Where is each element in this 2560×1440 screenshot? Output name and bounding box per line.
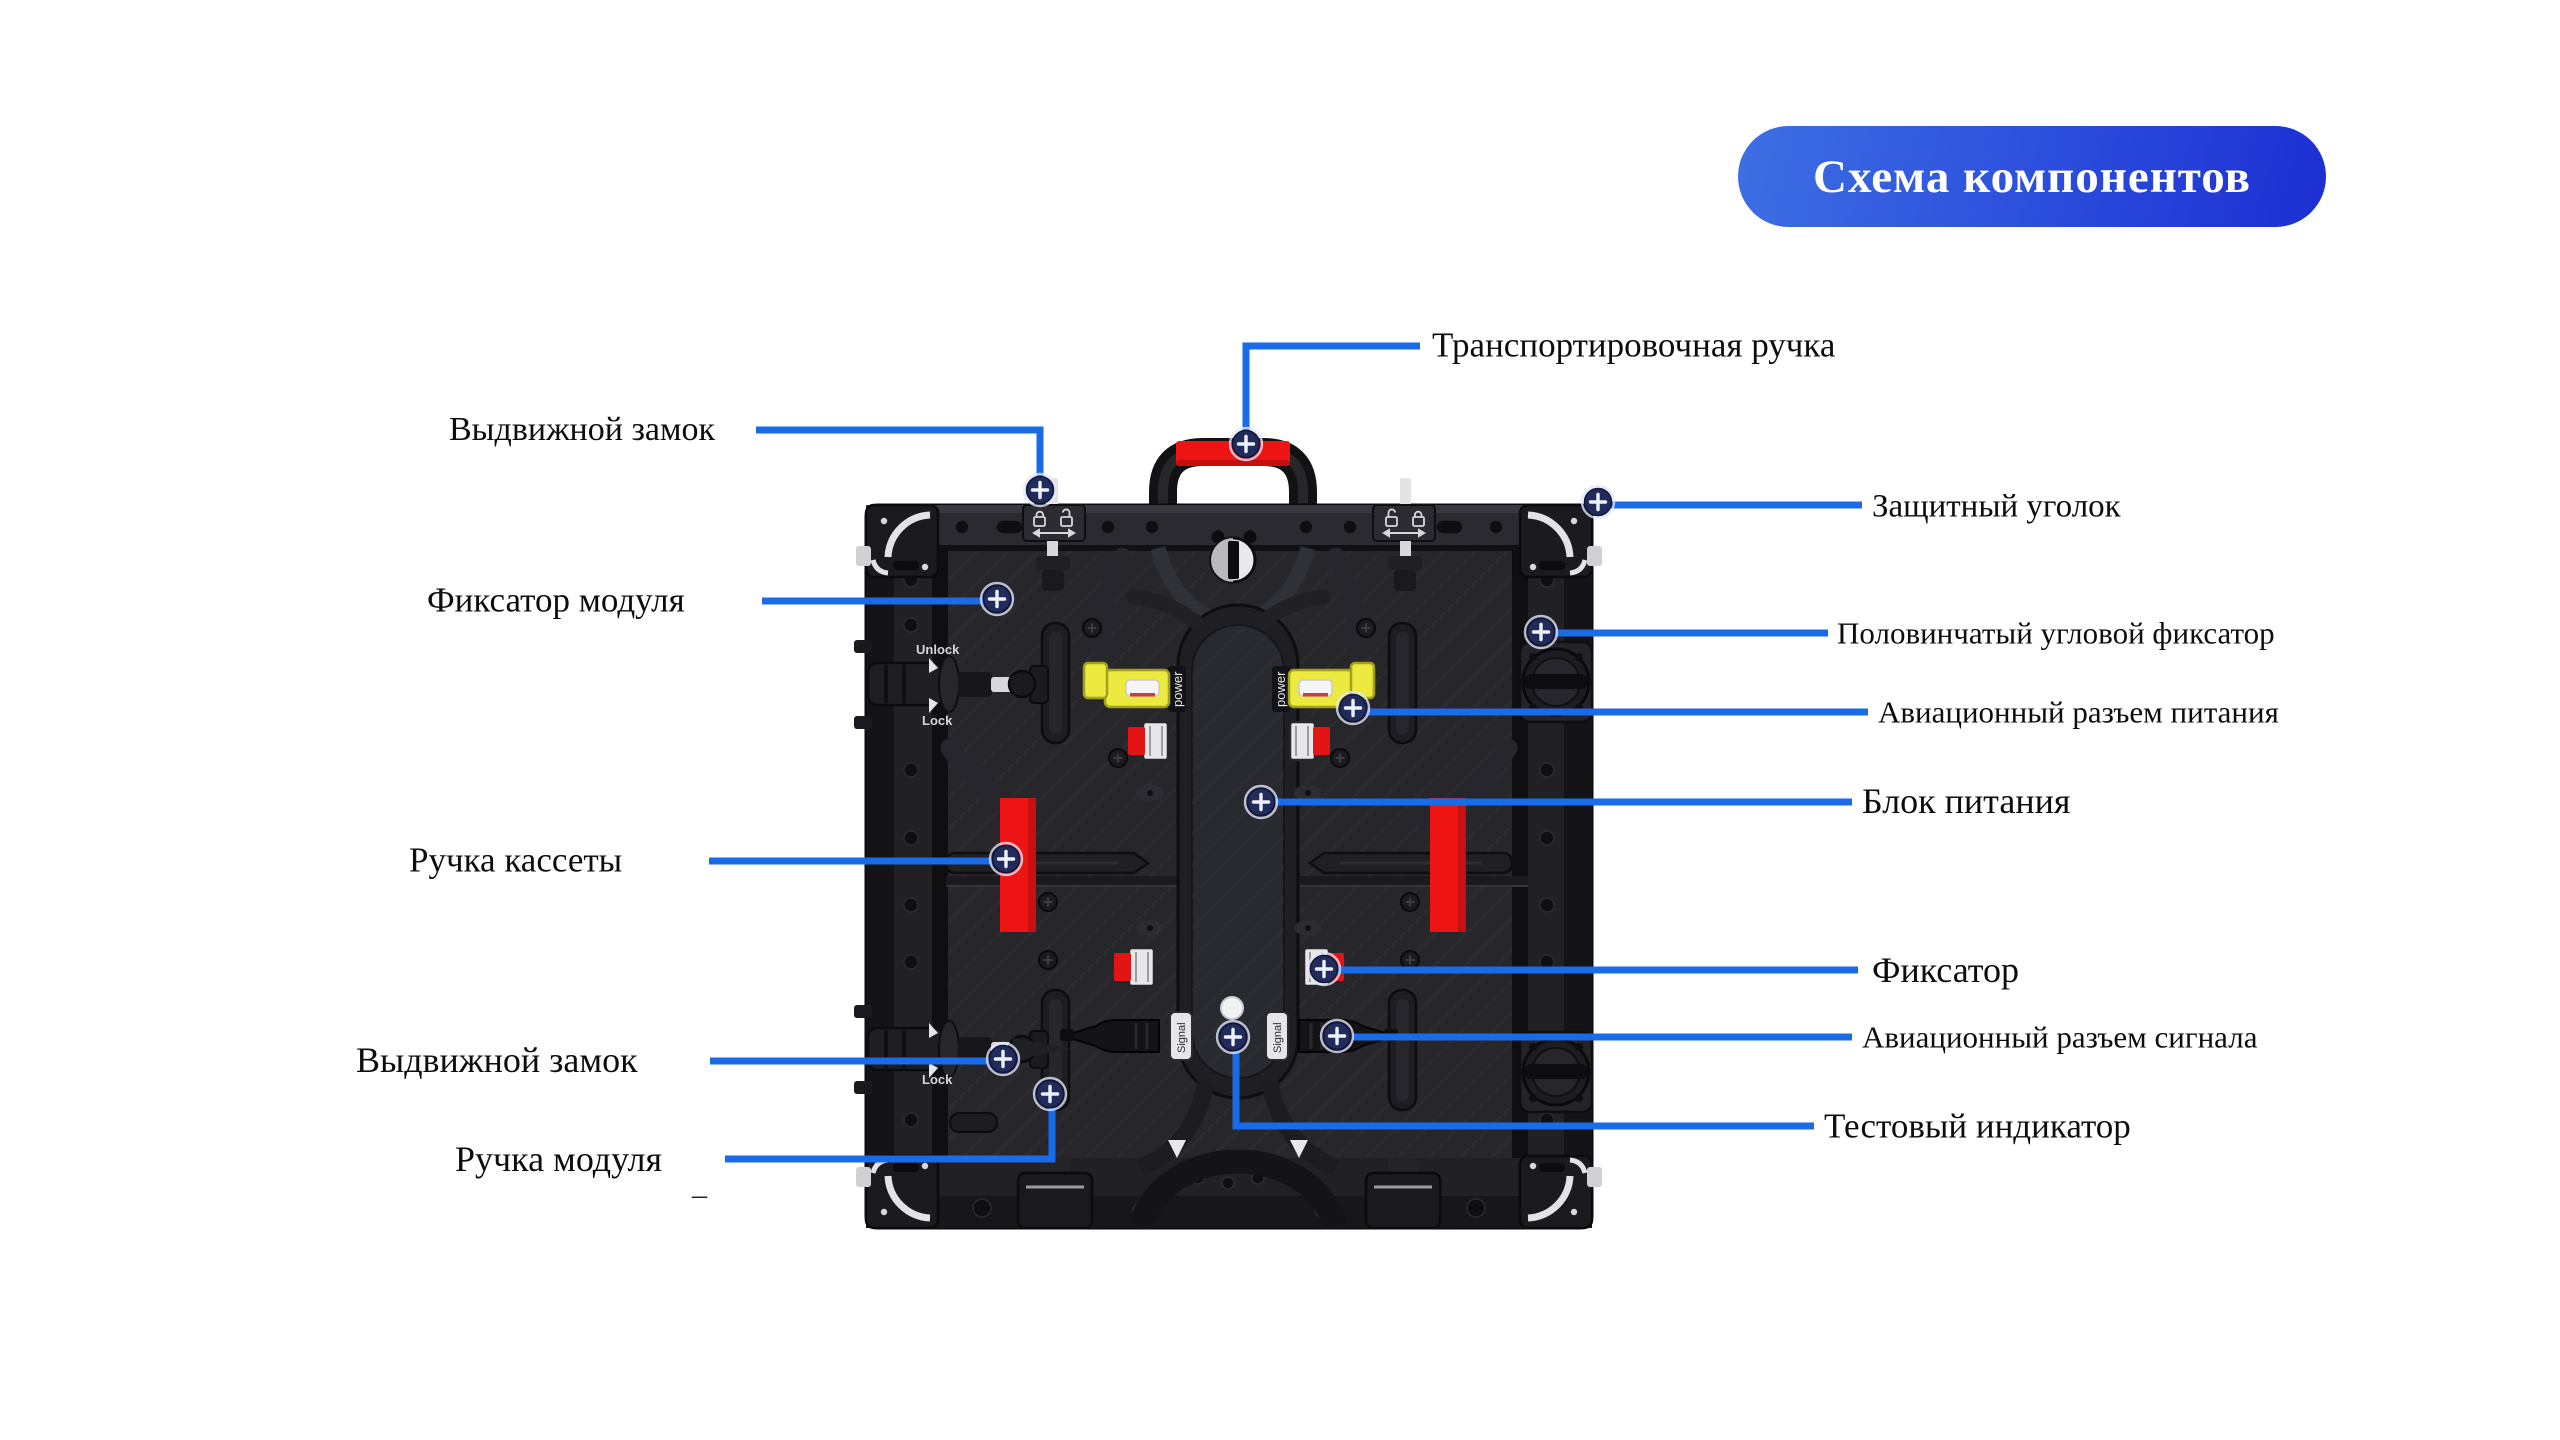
- power-print-left: power: [1170, 671, 1185, 707]
- callout-line-slide-lock-top: [756, 426, 1044, 485]
- marker-test-indicator-icon: [1215, 1019, 1251, 1055]
- corner-protector-bottom-left: [856, 1156, 938, 1228]
- callout-lines: [709, 342, 1868, 1163]
- label-fixator: Фиксатор: [1872, 950, 2020, 991]
- center-capsule: [1136, 603, 1322, 1100]
- corner-knob-bottom: [1518, 1030, 1594, 1114]
- bottom-arch: [1128, 1080, 1348, 1231]
- lock-bolt-cone: [1013, 1038, 1072, 1060]
- unlock-print: Unlock: [916, 642, 960, 657]
- page-title: Схема компонентов: [1813, 150, 2251, 203]
- marker-transport-handle-icon: [1228, 426, 1264, 462]
- marker-cassette-handle-icon: [988, 841, 1024, 877]
- fixator-connector-left: [1112, 946, 1156, 988]
- power-print-right: power: [1273, 671, 1288, 707]
- lock-print-bottom: Lock: [922, 1072, 953, 1087]
- module-handle-bar: [1308, 851, 1514, 875]
- marker-protective-corner-icon: [1580, 484, 1616, 520]
- label-module-handle: Ручка модуля: [455, 1139, 663, 1180]
- corner-protector-top-left: [856, 505, 938, 577]
- signal-print-left: Signal: [1176, 1022, 1188, 1053]
- marker-module-fixator-icon: [979, 581, 1015, 617]
- callout-line-module-handle: [725, 1101, 1056, 1163]
- marker-power-supply-icon: [1243, 784, 1279, 820]
- marker-aviation-power-connector-icon: [1335, 690, 1371, 726]
- power-plug-upper-right: [1288, 720, 1332, 762]
- callout-line-transport-handle: [1242, 342, 1420, 440]
- title-badge: Схема компонентов: [1738, 126, 2326, 227]
- stray-underscore-mark: _: [692, 1168, 707, 1201]
- marker-module-handle-icon: [1032, 1076, 1068, 1112]
- label-cassette-handle: Ручка кассеты: [409, 840, 623, 880]
- callout-line-test-indicator: [1232, 1044, 1814, 1130]
- label-protective-corner: Защитный уголок: [1872, 488, 2121, 525]
- marker-aviation-signal-connector-icon: [1319, 1018, 1355, 1054]
- label-power-supply: Блок питания: [1862, 781, 2071, 822]
- marker-slide-lock-top-icon: [1022, 472, 1058, 508]
- label-transport-handle: Транспортировочная ручка: [1432, 325, 1836, 365]
- marker-fixator-icon: [1306, 951, 1342, 987]
- marker-slide-lock-bottom-icon: [985, 1041, 1021, 1077]
- label-aviation-power-connector: Авиационный разъем питания: [1878, 694, 2279, 730]
- marker-half-corner-fixator-icon: [1523, 614, 1559, 650]
- label-slide-lock-top: Выдвижной замок: [449, 411, 716, 449]
- label-half-corner-fixator: Половинчатый угловой фиксатор: [1837, 615, 2275, 651]
- label-module-fixator: Фиксатор модуля: [427, 580, 685, 620]
- label-aviation-signal-connector: Авиационный разъем сигнала: [1862, 1019, 2258, 1055]
- lock-print-top: Lock: [922, 713, 953, 728]
- cabinet-panel: Unlock Lock Lock power power Signal Sign…: [852, 438, 1602, 1231]
- corner-protector-bottom-right: [1520, 1156, 1602, 1228]
- test-indicator-led: [1220, 996, 1244, 1020]
- power-plug-upper-left: [1126, 720, 1170, 762]
- label-slide-lock-bottom: Выдвижной замок: [356, 1040, 638, 1081]
- signal-print-right: Signal: [1272, 1022, 1284, 1053]
- top-center-dial: [1150, 530, 1316, 629]
- label-test-indicator: Тестовый индикатор: [1824, 1106, 2131, 1146]
